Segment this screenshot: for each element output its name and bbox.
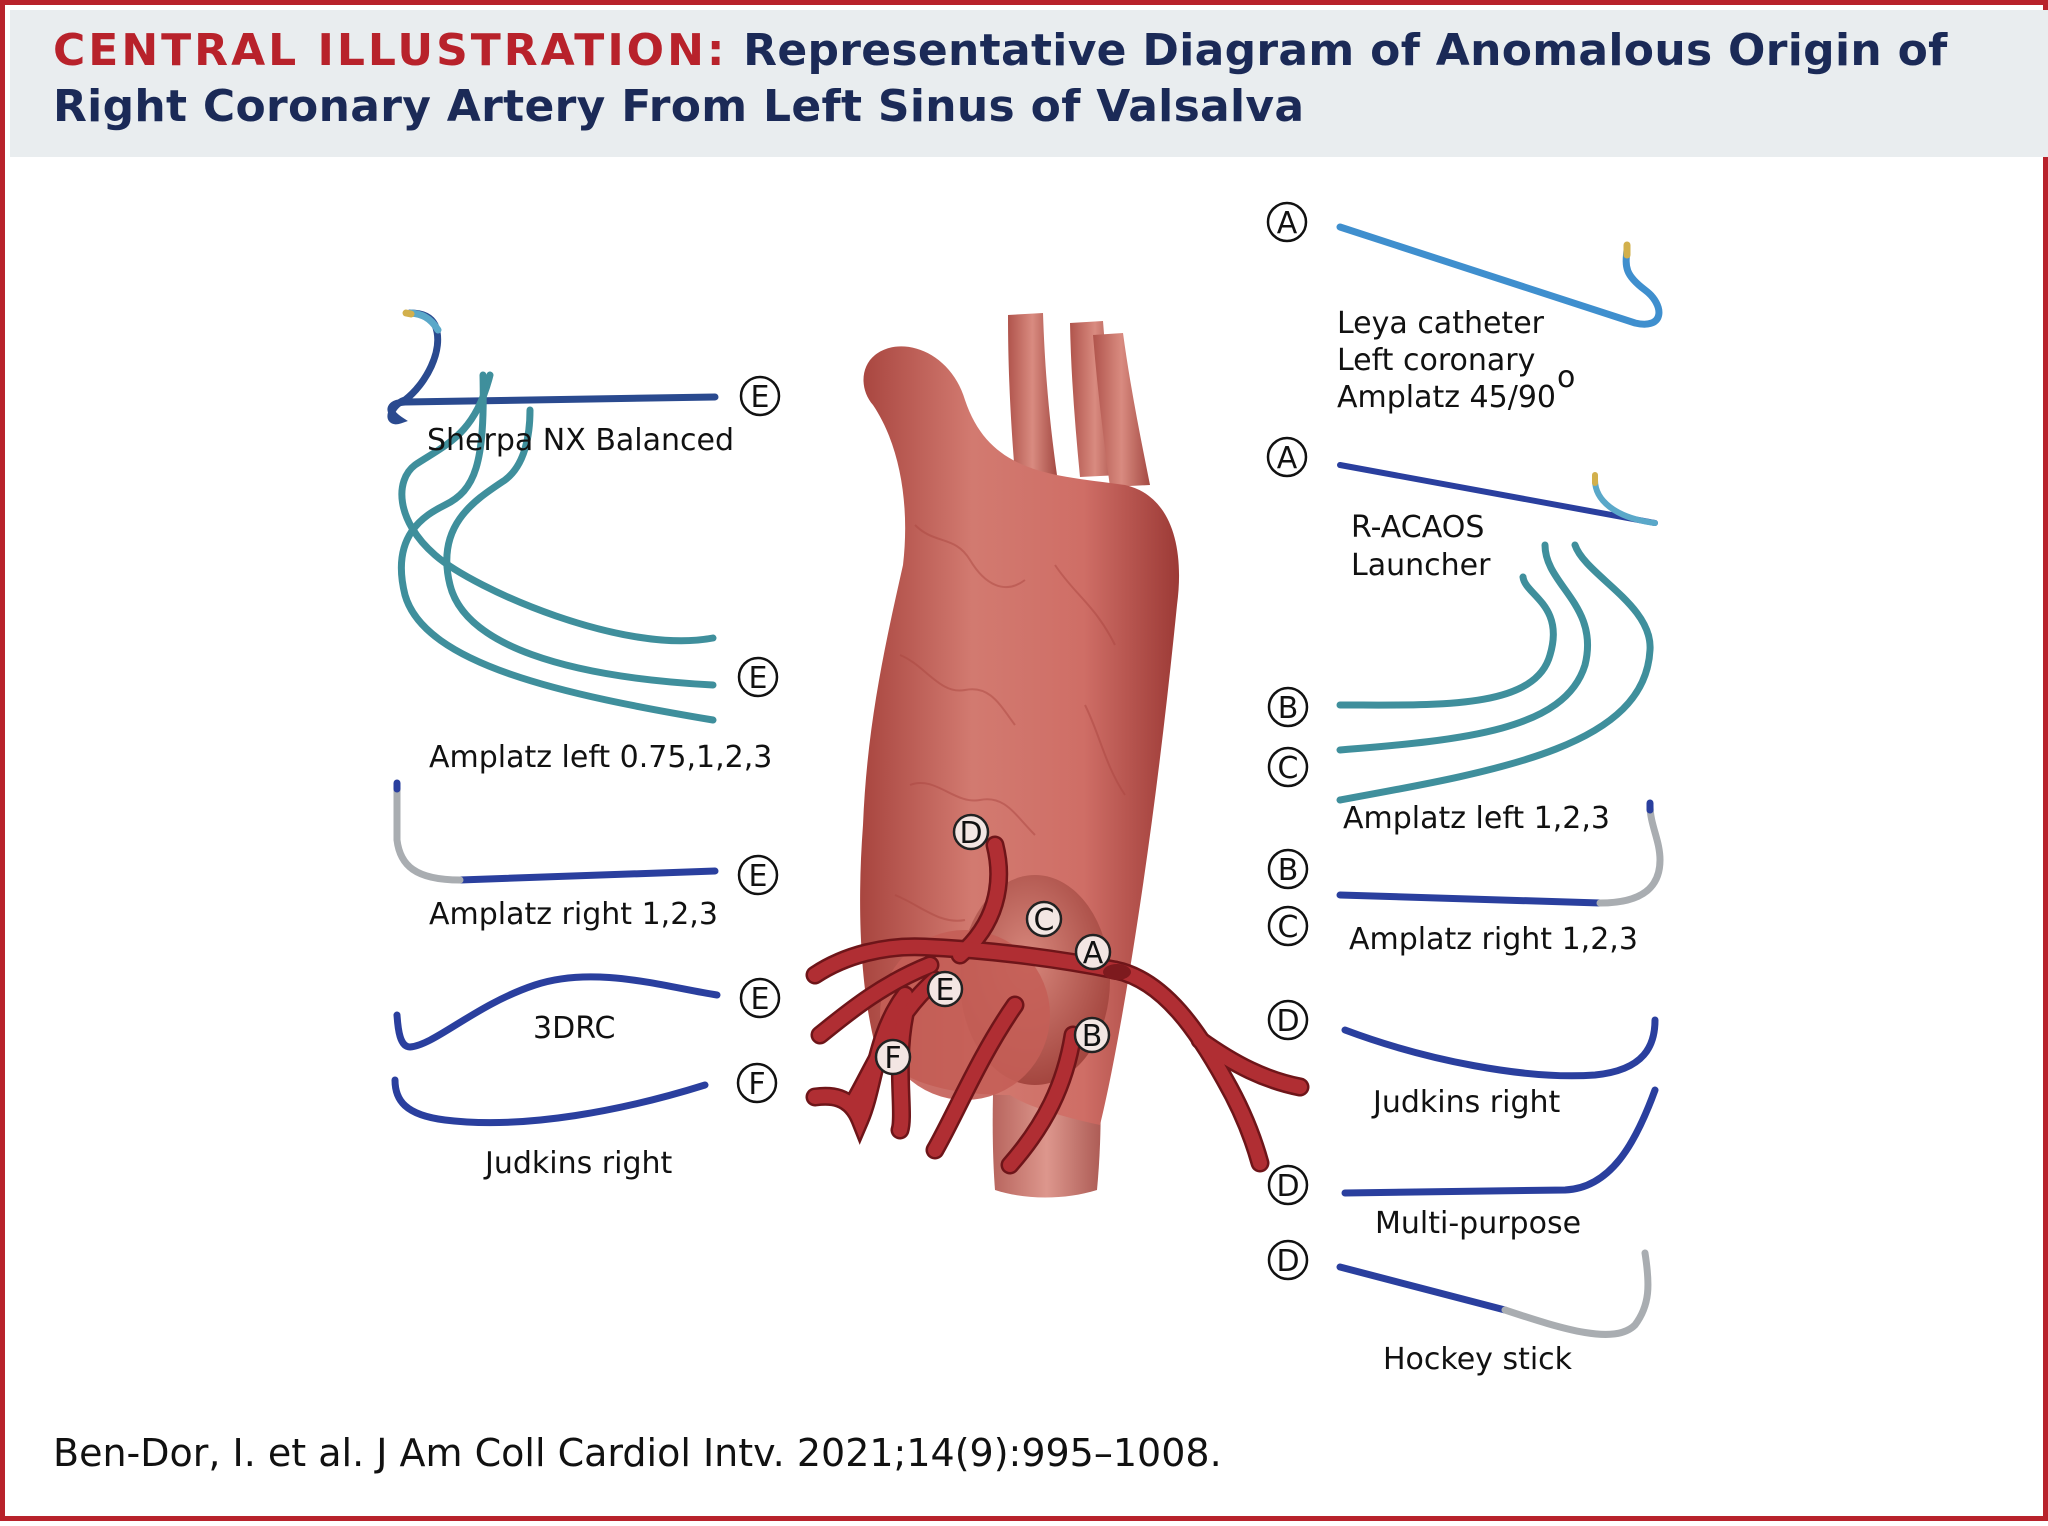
catheter-r-acaos	[1337, 462, 1658, 526]
arch-vessel-1	[1008, 313, 1057, 475]
figure-title: CENTRAL ILLUSTRATION: Representative Dia…	[53, 23, 2013, 135]
label-leya-2: Left coronary	[1337, 343, 1535, 378]
figure-header	[10, 10, 2048, 157]
label-r-acaos-2: Launcher	[1351, 548, 1491, 583]
anatomy-marker-c: C	[1025, 900, 1063, 938]
anatomy-marker-a: A	[1074, 933, 1112, 971]
title-text: Representative Diagram of Anomalous Orig…	[53, 25, 1948, 132]
left-labels: Sherpa NX Balanced Amplatz left 0.75,1,2…	[427, 423, 772, 1181]
svg-text:A: A	[1277, 441, 1298, 476]
svg-text:B: B	[1082, 1019, 1103, 1054]
marker-amplatz-right-b-b: B	[1267, 848, 1309, 890]
svg-text:F: F	[748, 1067, 765, 1102]
svg-text:D: D	[1276, 1169, 1299, 1204]
marker-judkins-right: D	[1267, 999, 1309, 1041]
catheter-judkins-right-right	[1341, 1016, 1659, 1080]
svg-text:C: C	[1278, 910, 1299, 945]
catheter-leya	[1336, 223, 1663, 328]
marker-multipurpose: D	[1267, 1164, 1309, 1206]
svg-text:B: B	[1278, 853, 1299, 888]
svg-text:D: D	[959, 816, 982, 851]
left-catheters	[387, 309, 721, 1127]
vasa-texture	[894, 524, 1126, 922]
catheter-amplatz-left-b	[1336, 541, 1654, 804]
label-leya-degree: o	[1557, 360, 1575, 395]
svg-text:C: C	[1278, 751, 1299, 786]
marker-hockey-stick: D	[1267, 1239, 1309, 1281]
marker-amplatz-left-a: E	[737, 656, 779, 698]
svg-text:D: D	[1276, 1244, 1299, 1279]
catheter-3drc	[393, 973, 721, 1051]
marker-r-acaos: A	[1266, 436, 1308, 478]
right-markers: A A B C B C D D D	[1266, 201, 1309, 1281]
svg-text:F: F	[884, 1041, 901, 1076]
label-amplatz-left-a: Amplatz left 0.75,1,2,3	[429, 740, 772, 775]
citation: Ben-Dor, I. et al. J Am Coll Cardiol Int…	[53, 1431, 1222, 1475]
label-judkins-right-left: Judkins right	[483, 1146, 673, 1181]
catheter-amplatz-left-a	[397, 371, 717, 724]
label-hockey-stick: Hockey stick	[1383, 1342, 1573, 1377]
svg-text:E: E	[749, 859, 768, 894]
coronary-arteries	[805, 835, 1310, 1175]
svg-text:E: E	[751, 380, 770, 415]
marker-amplatz-left-b-c: C	[1267, 746, 1309, 788]
marker-amplatz-right-a: E	[737, 854, 779, 896]
marker-judkins-left: F	[736, 1062, 778, 1104]
label-judkins-right-right: Judkins right	[1371, 1085, 1561, 1120]
catheter-diagram: D C A E B F	[387, 201, 1664, 1377]
catheter-hockey-stick	[1336, 1249, 1652, 1338]
anatomy-marker-b: B	[1073, 1016, 1111, 1054]
marker-3drc: E	[739, 977, 781, 1019]
arch-vessel-3	[1093, 333, 1150, 487]
label-r-acaos-1: R-ACAOS	[1351, 510, 1484, 545]
svg-text:C: C	[1034, 903, 1055, 938]
right-labels: Leya catheter Left coronary Amplatz 45/9…	[1337, 306, 1638, 1377]
svg-text:E: E	[749, 661, 768, 696]
marker-amplatz-right-b-c: C	[1267, 905, 1309, 947]
catheter-amplatz-right-b	[1336, 799, 1664, 907]
svg-text:E: E	[751, 982, 770, 1017]
catheter-sherpa-nx	[387, 309, 719, 425]
title-kicker: CENTRAL ILLUSTRATION:	[53, 25, 728, 76]
marker-leya: A	[1266, 201, 1308, 243]
label-leya-3: Amplatz 45/90	[1337, 380, 1556, 415]
label-amplatz-left-b: Amplatz left 1,2,3	[1343, 801, 1610, 836]
anatomy-markers: D C A E B F	[874, 813, 1112, 1076]
marker-amplatz-left-b-b: B	[1267, 686, 1309, 728]
anatomy-marker-e: E	[926, 970, 964, 1008]
svg-text:D: D	[1276, 1004, 1299, 1039]
left-markers: E E E E F	[736, 375, 781, 1104]
svg-text:E: E	[936, 973, 955, 1008]
right-catheters	[1336, 223, 1664, 1338]
svg-text:A: A	[1083, 936, 1104, 971]
catheter-amplatz-right-a	[393, 779, 719, 884]
label-amplatz-right-a: Amplatz right 1,2,3	[429, 897, 718, 932]
svg-text:A: A	[1277, 206, 1298, 241]
marker-sherpa: E	[739, 375, 781, 417]
anatomy-marker-f: F	[874, 1038, 912, 1076]
label-sherpa-nx: Sherpa NX Balanced	[427, 423, 734, 458]
anatomy-marker-d: D	[952, 813, 990, 851]
svg-text:B: B	[1278, 691, 1299, 726]
catheter-multipurpose	[1341, 1086, 1659, 1197]
label-3drc: 3DRC	[533, 1011, 616, 1046]
label-multipurpose: Multi-purpose	[1375, 1206, 1581, 1241]
label-amplatz-right-b: Amplatz right 1,2,3	[1349, 922, 1638, 957]
catheter-judkins-right-left	[391, 1076, 709, 1127]
label-leya-1: Leya catheter	[1337, 306, 1545, 341]
